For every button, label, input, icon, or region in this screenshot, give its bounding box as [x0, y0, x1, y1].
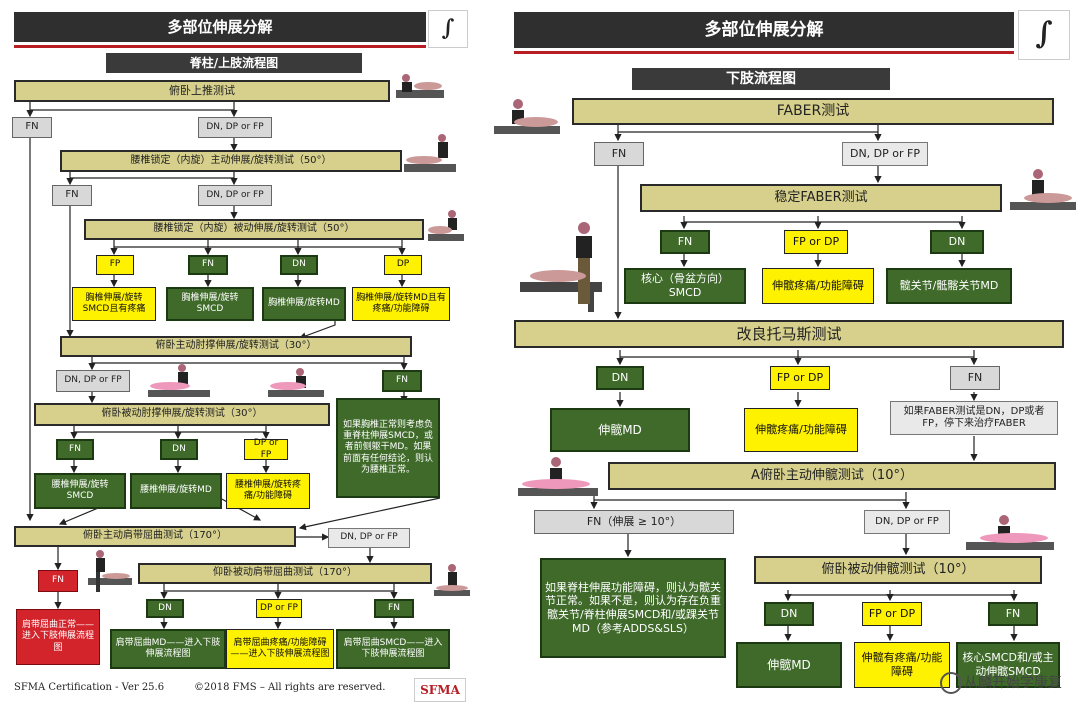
spine-upper-limb-panel: 多部位伸展分解 ∫ 脊柱/上肢流程图	[0, 0, 472, 708]
sfma-logo-icon: ∫	[428, 10, 468, 48]
result-fn-extension-10: FN（伸展 ≥ 10°）	[534, 510, 734, 534]
outcome-lumbar-smcd: 腰椎伸展/旋转SMCD	[34, 473, 126, 509]
patient-photo	[404, 134, 456, 172]
result-dp-or-fp: DP or FP	[244, 438, 288, 460]
result-fn: FN	[382, 370, 422, 392]
result-fn: FN	[374, 599, 414, 618]
patient-photo	[966, 515, 1054, 550]
result-fn: FN	[188, 255, 228, 275]
outcome-shoulder-smcd: 肩带屈曲SMCD——进入下肢伸展流程图	[336, 629, 450, 669]
result-dn-dp-fp: DN, DP or FP	[198, 185, 272, 206]
outcome-lumbar-pain: 腰椎伸展/旋转疼痛/功能障碍	[226, 473, 310, 509]
result-fn: FN	[660, 230, 710, 254]
result-dn: DN	[930, 230, 984, 254]
note-spine-extension: 如果脊柱伸展功能障碍，则认为髋关节正常。如果不是，则认为存在负重髋关节/脊柱伸展…	[540, 558, 726, 658]
supine-passive-shoulder-flexion-test: 仰卧被动肩带屈曲测试（170°）	[138, 563, 432, 584]
result-fn: FN	[988, 602, 1038, 626]
result-dn: DN	[160, 439, 198, 460]
result-dn: DN	[596, 366, 644, 390]
faber-test: FABER测试	[572, 98, 1054, 125]
flow-connectors	[26, 102, 441, 630]
result-fp-or-dp: FP or DP	[770, 366, 830, 390]
watermark-text: 从麟开始学康复	[964, 675, 1062, 691]
result-dn-dp-fp: DN, DP or FP	[842, 142, 928, 166]
outcome-thoracic-md: 胸椎伸展/旋转MD	[262, 287, 346, 321]
footer-copyright: ©2018 FMS – All rights are reserved.	[194, 682, 386, 693]
outcome-thoracic-smcd: 胸椎伸展/旋转SMCD	[166, 287, 254, 321]
result-dn-dp-fp: DN, DP or FP	[328, 528, 410, 548]
outcome-shoulder-pain: 肩带屈曲疼痛/功能障碍——进入下肢伸展流程图	[226, 629, 334, 669]
page-title: 多部位伸展分解	[514, 12, 1014, 54]
outcome-hip-extension-pain: 伸髋有疼痛/功能障碍	[854, 642, 950, 688]
outcome-hip-extension-md: 伸髋MD	[550, 408, 690, 452]
result-dp-or-fp: DP or FP	[256, 599, 302, 618]
outcome-core-smcd: 核心SMCD和/或主动伸髋SMCD	[956, 642, 1060, 688]
patient-photo	[428, 210, 464, 241]
patient-photo	[396, 74, 444, 98]
patient-photo	[1010, 169, 1076, 210]
sfma-logo-icon: ∫	[1018, 10, 1070, 60]
patient-photo	[494, 99, 560, 134]
lower-limb-panel: 多部位伸展分解 ∫ 下肢流程图	[494, 0, 1080, 708]
outcome-core-smcd: 核心（骨盆方向）SMCD	[624, 268, 746, 304]
result-fp-or-dp: FP or DP	[862, 602, 922, 626]
note-stop-treat-faber: 如果FABER测试是DN，DP或者FP，停下来治疗FABER	[890, 401, 1058, 435]
outcome-thoracic-smcd-pain: 胸椎伸展/旋转SMCD且有疼痛	[72, 287, 156, 321]
lumbar-locked-passive-test: 腰椎锁定（内旋）被动伸展/旋转测试（50°）	[84, 219, 424, 240]
result-dn-dp-fp: DN, DP or FP	[864, 510, 950, 534]
patient-photo	[268, 368, 324, 397]
flow-connectors	[590, 125, 1018, 642]
prone-active-hip-extension-test: A俯卧主动伸髋测试（10°）	[608, 462, 1056, 490]
wechat-icon	[940, 672, 962, 694]
patient-photo	[434, 564, 470, 596]
outcome-shoulder-normal: 肩带屈曲正常——进入下肢伸展流程图	[16, 609, 100, 665]
flowchart-subtitle: 下肢流程图	[632, 68, 890, 90]
result-fn: FN	[38, 570, 78, 592]
result-fn: FN	[56, 439, 94, 460]
result-dn-dp-fp: DN, DP or FP	[56, 370, 130, 392]
prone-passive-elbow-test: 俯卧被动肘撑伸展/旋转测试（30°）	[34, 403, 330, 426]
lumbar-locked-active-test: 腰椎锁定（内旋）主动伸展/旋转测试（50°）	[60, 150, 402, 172]
patient-photo	[88, 550, 132, 592]
outcome-thoracic-md-pain: 胸椎伸展/旋转MD且有疼痛/功能障碍	[352, 287, 450, 321]
outcome-lumbar-md: 腰椎伸展/旋转MD	[130, 473, 222, 509]
patient-photo	[520, 222, 602, 312]
flowchart-subtitle: 脊柱/上肢流程图	[106, 53, 362, 73]
result-fn: FN	[12, 117, 52, 138]
result-fn: FN	[950, 366, 1000, 390]
prone-active-elbow-test: 俯卧主动肘撑伸展/旋转测试（30°）	[60, 336, 412, 357]
result-dp: DP	[384, 255, 422, 275]
outcome-hip-extension-md: 伸髋MD	[736, 642, 842, 688]
result-fp-or-dp: FP or DP	[784, 230, 848, 254]
result-fn: FN	[594, 142, 644, 166]
modified-thomas-test: 改良托马斯测试	[514, 320, 1064, 348]
result-dn: DN	[764, 602, 814, 626]
outcome-hip-si-md: 髋关节/骶髂关节MD	[886, 268, 1012, 304]
result-dn: DN	[280, 255, 318, 275]
prone-active-shoulder-flexion-test: 俯卧主动肩带屈曲测试（170°）	[14, 526, 296, 547]
prone-passive-hip-extension-test: 俯卧被动伸髋测试（10°）	[754, 556, 1042, 584]
outcome-hip-extension-pain: 伸髋疼痛/功能障碍	[744, 408, 858, 452]
patient-photo	[518, 457, 598, 496]
stabilized-faber-test: 稳定FABER测试	[640, 184, 1002, 212]
outcome-hip-extension-pain: 伸髋疼痛/功能障碍	[762, 268, 874, 304]
footer-version: SFMA Certification - Ver 25.6	[14, 682, 165, 693]
result-dn-dp-fp: DN, DP or FP	[198, 117, 272, 138]
result-fp: FP	[96, 255, 134, 275]
outcome-shoulder-md: 肩带屈曲MD——进入下肢伸展流程图	[110, 629, 226, 669]
result-fn: FN	[52, 185, 92, 206]
result-dn: DN	[146, 599, 184, 618]
patient-photo	[148, 364, 210, 397]
prone-press-up-test: 俯卧上推测试	[14, 80, 390, 102]
sfma-logo-icon: SFMA	[414, 678, 466, 702]
page-title: 多部位伸展分解	[14, 12, 426, 48]
note-thoracic-normal: 如果胸椎正常则考虑负重脊柱伸展SMCD，或者前侧躯干MD。如果前面有任何结论，则…	[336, 398, 440, 498]
